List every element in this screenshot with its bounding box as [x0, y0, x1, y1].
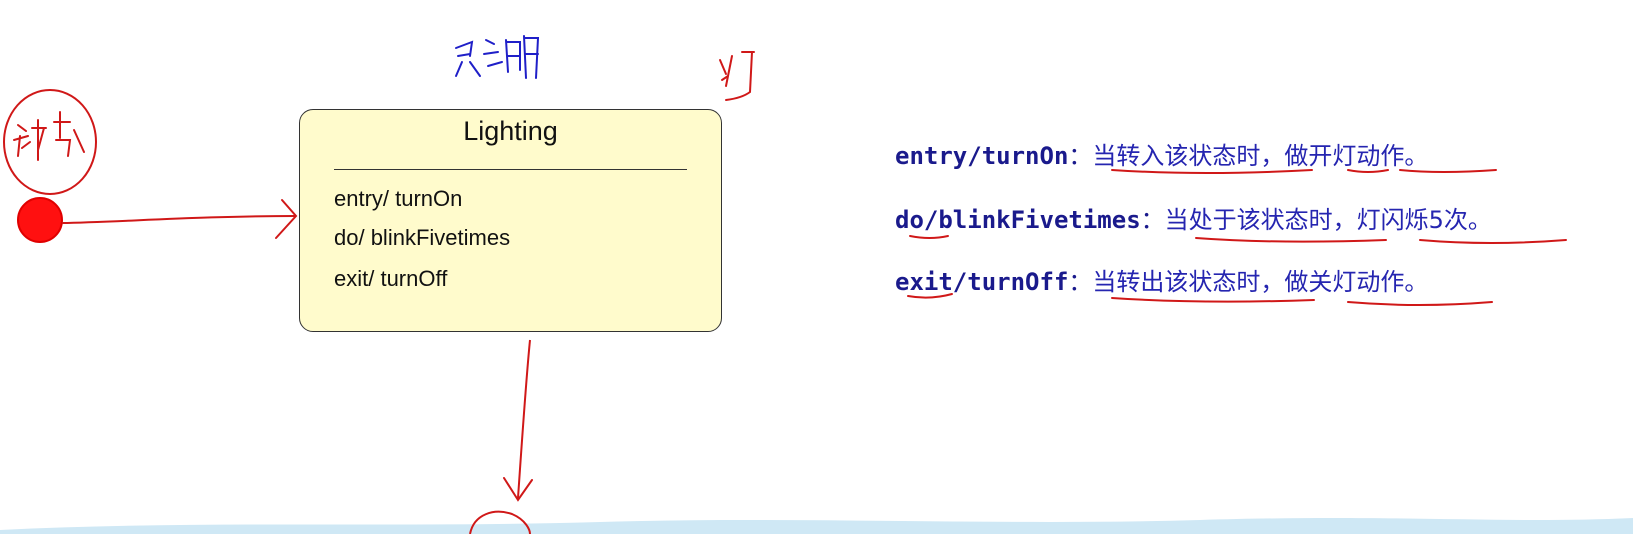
- do-text: 当处于该状态时，灯闪烁5次。: [1164, 206, 1492, 234]
- side-note-scribble: [719, 51, 755, 101]
- exit-description: exit/turnOff：当转出该状态时，做关灯动作。: [895, 262, 1428, 297]
- final-state-partial: [469, 510, 531, 534]
- title-note-scribble: [455, 35, 540, 79]
- entry-description: entry/turnOn：当转入该状态时，做开灯动作。: [895, 136, 1428, 171]
- initial-state-dot: [17, 197, 63, 243]
- do-code: do/blinkFivetimes: [895, 206, 1141, 234]
- entry-code: entry/turnOn: [895, 142, 1069, 170]
- exit-sep: ：: [1068, 268, 1093, 296]
- do-sep: ：: [1140, 206, 1165, 234]
- exit-code: exit/turnOff: [895, 268, 1069, 296]
- description-underlines: [907, 169, 1567, 306]
- initial-note-scribble: [13, 111, 85, 161]
- exit-transition-arrow: [517, 339, 531, 499]
- lighting-state: Lighting entry/ turnOn do/ blinkFivetime…: [299, 109, 722, 332]
- exit-action: exit/ turnOff: [334, 266, 448, 291]
- entry-action: entry/ turnOn: [334, 186, 463, 211]
- do-action: do/ blinkFivetimes: [334, 225, 511, 250]
- initial-transition-arrow: [61, 215, 297, 224]
- initial-note-circle: [3, 89, 97, 195]
- exit-text: 当转出该状态时，做关灯动作。: [1092, 268, 1429, 296]
- bottom-water-strip: [0, 518, 1633, 534]
- entry-text: 当转入该状态时，做开灯动作。: [1092, 142, 1429, 170]
- entry-sep: ：: [1068, 142, 1093, 170]
- initial-transition-arrowhead: [275, 199, 298, 239]
- state-title: Lighting: [463, 116, 558, 146]
- state-divider: [334, 169, 687, 170]
- do-description: do/blinkFivetimes：当处于该状态时，灯闪烁5次。: [895, 200, 1492, 235]
- exit-transition-arrowhead: [503, 477, 533, 502]
